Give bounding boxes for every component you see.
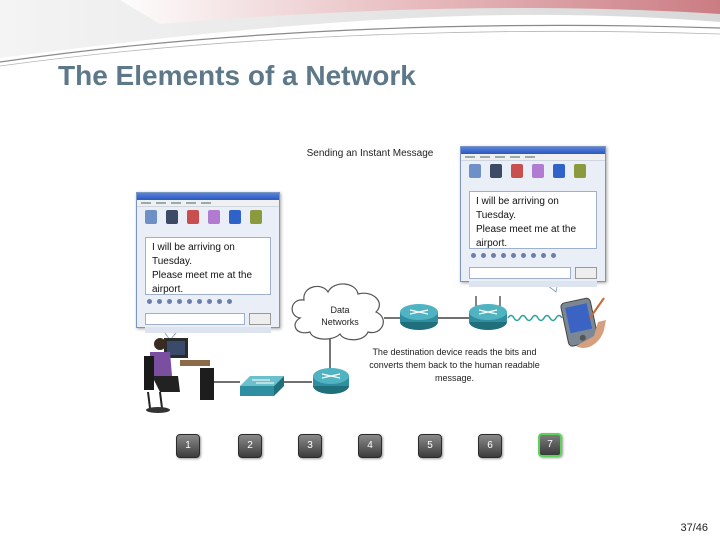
pen-icon[interactable] (166, 210, 178, 224)
game-icon[interactable] (574, 164, 586, 178)
pen-icon[interactable] (490, 164, 502, 178)
router-icon (313, 368, 349, 394)
image-icon[interactable] (208, 210, 220, 224)
sender-im-window: I will be arriving on Tuesday. Please me… (136, 192, 280, 333)
info-icon[interactable] (229, 210, 241, 224)
sender-window-toolbar[interactable] (137, 207, 279, 235)
receiver-window-menubar[interactable] (461, 154, 605, 161)
cloud-label: Data Networks (321, 305, 359, 327)
sender-send-button[interactable] (249, 313, 271, 325)
receiver-window-titlebar (461, 147, 605, 154)
receiver-send-button[interactable] (575, 267, 597, 279)
sender-format-bar[interactable] (137, 297, 279, 311)
sender-compose-field[interactable] (145, 313, 245, 325)
game-icon[interactable] (250, 210, 262, 224)
cloud-icon (291, 283, 384, 341)
step-button-2[interactable]: 2 (238, 434, 262, 458)
step-button-4[interactable]: 4 (358, 434, 382, 458)
receiver-status-bar (469, 281, 597, 287)
diagram-caption: Sending an Instant Message (306, 148, 434, 159)
user-at-computer-icon (144, 338, 214, 413)
image-icon[interactable] (532, 164, 544, 178)
wireless-signal-wave (507, 314, 563, 322)
sender-status-bar (145, 327, 271, 333)
contact-icon[interactable] (469, 164, 481, 178)
receiver-window-toolbar[interactable] (461, 161, 605, 189)
slide-number: 37/46 (680, 522, 708, 534)
receiver-compose-field[interactable] (469, 267, 571, 279)
destination-note: The destination device reads the bits an… (369, 347, 540, 383)
step-button-1[interactable]: 1 (176, 434, 200, 458)
step-button-6[interactable]: 6 (478, 434, 502, 458)
header-swoosh (0, 0, 720, 67)
receiver-im-window: I will be arriving on Tuesday. Please me… (460, 146, 606, 287)
file-icon[interactable] (511, 164, 523, 178)
switch-icon (240, 376, 284, 396)
sender-window-titlebar (137, 193, 279, 200)
step-button-7[interactable]: 7 (538, 433, 562, 457)
info-icon[interactable] (553, 164, 565, 178)
receiver-message: I will be arriving on Tuesday. Please me… (469, 191, 597, 249)
slide-title: The Elements of a Network (58, 60, 416, 91)
sender-message: I will be arriving on Tuesday. Please me… (145, 237, 271, 295)
hand-icon (576, 320, 606, 349)
sender-input-row (145, 313, 271, 325)
file-icon[interactable] (187, 210, 199, 224)
wireless-router-icon (469, 296, 507, 330)
stylus-icon (589, 297, 605, 319)
step-button-3[interactable]: 3 (298, 434, 322, 458)
sender-window-menubar[interactable] (137, 200, 279, 207)
receiver-format-bar[interactable] (461, 251, 605, 265)
receiver-input-row (469, 267, 597, 279)
contact-icon[interactable] (145, 210, 157, 224)
router-icon (400, 304, 438, 330)
step-button-5[interactable]: 5 (418, 434, 442, 458)
